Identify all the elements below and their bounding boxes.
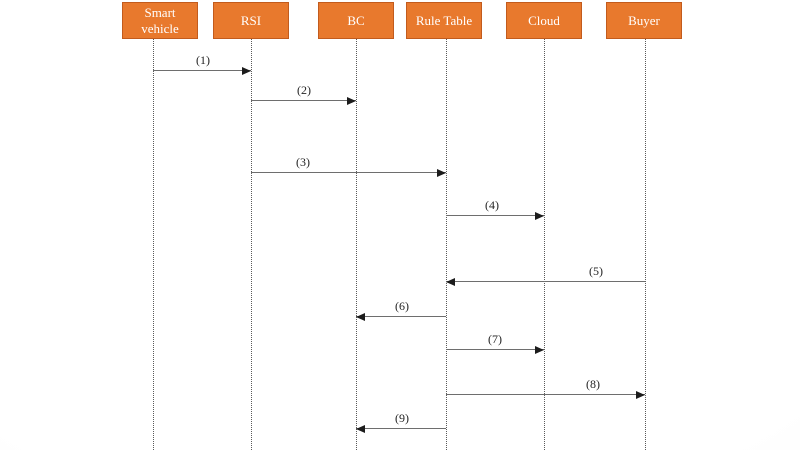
actor-label: Smart vehicle: [141, 4, 179, 36]
arrow-line-2: [251, 100, 356, 101]
actor-box-smart-vehicle: Smart vehicle: [122, 2, 198, 39]
actor-box-rule-table: Rule Table: [406, 2, 482, 39]
arrow-line-9: [356, 428, 446, 429]
message-label-9: (9): [395, 411, 409, 425]
message-label-5: (5): [589, 264, 603, 278]
arrowhead-icon-9: [356, 424, 365, 433]
message-label-3: (3): [296, 155, 310, 169]
arrowhead-icon-3: [437, 168, 446, 177]
arrowhead-icon-6: [356, 312, 365, 321]
lifeline-rsi: [251, 39, 252, 450]
arrowhead-icon-5: [446, 277, 455, 286]
actor-box-bc: BC: [318, 2, 394, 39]
arrow-line-7: [446, 349, 544, 350]
arrowhead-icon-1: [242, 66, 251, 75]
arrow-line-1: [153, 70, 251, 71]
arrowhead-icon-8: [636, 390, 645, 399]
lifeline-bc: [356, 39, 357, 450]
arrow-line-4: [446, 215, 544, 216]
message-label-2: (2): [297, 83, 311, 97]
lifeline-rule-table: [446, 39, 447, 450]
arrow-line-8: [446, 394, 645, 395]
message-label-8: (8): [586, 377, 600, 391]
arrow-line-3: [251, 172, 446, 173]
actor-label: Buyer: [628, 12, 660, 28]
actor-label: RSI: [240, 12, 262, 28]
message-label-4: (4): [485, 198, 499, 212]
actor-label: BC: [347, 12, 365, 28]
actor-box-rsi: RSI: [213, 2, 289, 39]
arrowhead-icon-7: [535, 345, 544, 354]
lifeline-buyer: [645, 39, 646, 450]
actor-box-buyer: Buyer: [606, 2, 682, 39]
message-label-6: (6): [395, 299, 409, 313]
actor-label: Rule Table: [415, 12, 473, 28]
message-label-1: (1): [196, 53, 210, 67]
lifeline-smart-vehicle: [153, 39, 154, 450]
arrowhead-icon-2: [347, 96, 356, 105]
arrowhead-icon-4: [535, 211, 544, 220]
arrow-line-5: [446, 281, 645, 282]
actor-label: Cloud: [528, 12, 560, 28]
lifeline-cloud: [544, 39, 545, 450]
message-label-7: (7): [488, 332, 502, 346]
arrow-line-6: [356, 316, 446, 317]
actor-box-cloud: Cloud: [506, 2, 582, 39]
